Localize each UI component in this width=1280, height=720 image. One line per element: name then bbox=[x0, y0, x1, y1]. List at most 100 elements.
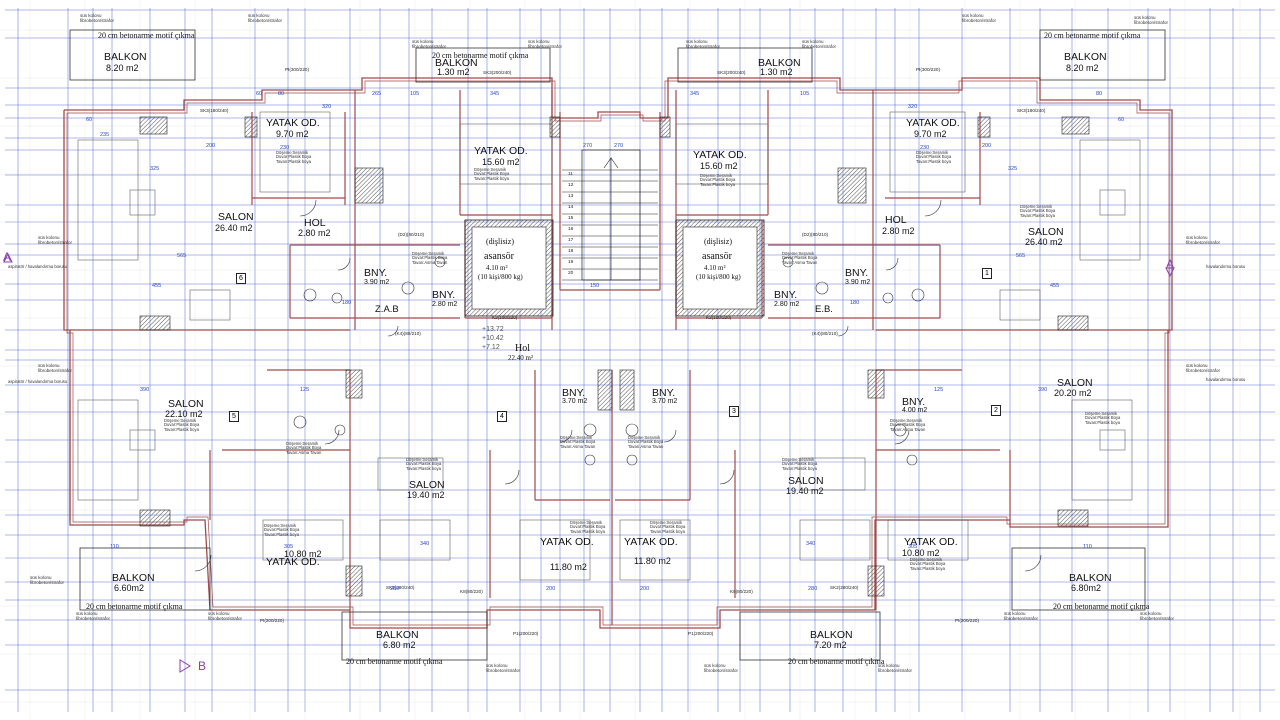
dim-19: 565 bbox=[1016, 253, 1026, 259]
door-code-12: K8(80/220) bbox=[730, 589, 753, 594]
stair-step-13: 13 bbox=[568, 194, 574, 199]
fixture-2 bbox=[401, 281, 415, 295]
room-label-salon-nw: SALON bbox=[218, 211, 254, 223]
room-label-hol-w: HOL bbox=[304, 217, 326, 229]
finish-note-salon-w: Döşeme:Seramik Duvar:Plastik Boya Tavan:… bbox=[164, 418, 200, 432]
door-code-6: SK3(180/240) bbox=[1017, 108, 1046, 113]
room-label-salon-w: SALON bbox=[168, 398, 204, 410]
unit-number-4: 4 bbox=[497, 411, 507, 422]
room-area-hol-e: 2.80 m2 bbox=[882, 226, 915, 236]
furniture-2 bbox=[675, 123, 769, 185]
room-area-bedroom-1: 9.70 m2 bbox=[276, 129, 309, 139]
room-label-balkon-nw: BALKON bbox=[104, 51, 147, 63]
dim-5: 265 bbox=[372, 91, 382, 97]
room-area-salon-sc2: 19.40 m2 bbox=[786, 486, 824, 496]
fixture-1 bbox=[331, 292, 343, 304]
dim-27: 110 bbox=[1083, 544, 1092, 550]
fixture-8 bbox=[293, 415, 307, 429]
furniture-12 bbox=[379, 519, 451, 561]
room-label-zab: Z.A.B bbox=[375, 304, 399, 315]
hall-label: Hol bbox=[515, 343, 530, 354]
room-area-bath-4: 3.90 m2 bbox=[845, 279, 871, 286]
outer-wall-inner-0 bbox=[66, 80, 1170, 626]
dim-41: 180 bbox=[342, 300, 352, 306]
section-arrow-b bbox=[179, 659, 191, 673]
furniture-9 bbox=[887, 519, 969, 561]
projection-label-7: 20 cm betonarme motif çıkma bbox=[788, 657, 885, 666]
fixture-5 bbox=[782, 256, 794, 268]
dim-18: 565 bbox=[177, 253, 187, 259]
furniture-15 bbox=[1099, 189, 1126, 216]
finish-note-bedroom-8: Döşeme:Seramik Duvar:Plastik Boya Tavan:… bbox=[910, 557, 946, 571]
stair-step-14: 14 bbox=[568, 205, 574, 210]
balcony-outline-4 bbox=[79, 547, 211, 611]
door-code-13: SK2(280/240) bbox=[830, 585, 859, 590]
column-11 bbox=[867, 369, 885, 399]
finish-note-bath-6: Döşeme:Seramik Duvar:Plastik Boya Tavan:… bbox=[628, 435, 664, 449]
room-label-bath-5: BNY. bbox=[562, 387, 586, 399]
furniture-8 bbox=[262, 519, 344, 561]
column-0 bbox=[139, 116, 168, 135]
furniture-13 bbox=[799, 519, 871, 561]
furniture-17 bbox=[1099, 429, 1126, 451]
room-label-balkon-se: BALKON bbox=[1069, 572, 1112, 584]
dim-32: 200 bbox=[546, 586, 556, 592]
room-area-bedroom-8: 10.80 m2 bbox=[902, 548, 940, 558]
dim-11: 320 bbox=[908, 104, 918, 110]
column-note-18: süs kolonu fibrobeton/strafor bbox=[878, 663, 913, 673]
room-label-eb: E.B. bbox=[815, 304, 833, 315]
dim-42: 180 bbox=[850, 300, 860, 306]
section-marker-a-right: A bbox=[1166, 257, 1175, 271]
furniture-18 bbox=[189, 289, 231, 321]
finish-note-salon-ne: Döşeme:Seramik Duvar:Plastik Boya Tavan:… bbox=[1020, 204, 1056, 218]
dim-13: 325 bbox=[1008, 166, 1018, 172]
room-label-bath-4: BNY. bbox=[845, 267, 869, 279]
column-4 bbox=[977, 116, 991, 138]
elevator-2-area: 4.10 m² bbox=[704, 264, 726, 272]
finish-note-salon-e: Döşeme:Seramik Duvar:Plastik Boya Tavan:… bbox=[1085, 411, 1121, 425]
finish-note-bedroom-3: Döşeme:Seramik Duvar:Plastik Boya Tavan:… bbox=[700, 173, 736, 187]
dim-31: 340 bbox=[806, 541, 816, 547]
dim-40: 60 bbox=[86, 117, 93, 123]
fixture-15 bbox=[906, 454, 918, 466]
stair-step-12: 12 bbox=[568, 183, 574, 188]
projection-label-6: 20 cm betonarme motif çıkma bbox=[346, 657, 443, 666]
room-area-bath-5: 3.70 m2 bbox=[562, 398, 588, 405]
door-swing-7 bbox=[894, 429, 910, 445]
elevator-1-title: (dişlisiz) bbox=[486, 237, 514, 246]
column-13 bbox=[867, 565, 885, 597]
dim-28: 305 bbox=[284, 544, 294, 550]
room-area-balkon-nc: 1.30 m2 bbox=[437, 67, 470, 77]
column-note-9: süs kolonu fibrobeton/strafor bbox=[38, 235, 73, 245]
section-marker-b: B bbox=[198, 659, 207, 673]
column-note-12: süs kolonu fibrobeton/strafor bbox=[1186, 363, 1221, 373]
door-code-8: SK2(280/240) bbox=[386, 585, 415, 590]
column-note-19: süs kolonu fibrobeton/strafor bbox=[1004, 611, 1039, 621]
elevator-2-title: (dişlisiz) bbox=[704, 237, 732, 246]
furniture-3 bbox=[889, 111, 966, 193]
door-code-2: SK3(200/240) bbox=[483, 70, 512, 75]
level-3: +7.12 bbox=[482, 344, 500, 351]
furniture-19 bbox=[999, 289, 1041, 321]
room-area-bedroom-4: 9.70 m2 bbox=[914, 129, 947, 139]
balcony-outline-5 bbox=[1011, 547, 1146, 611]
column-note-5: süs kolonu fibrobeton/strafor bbox=[686, 39, 721, 49]
furniture-7 bbox=[1071, 399, 1133, 501]
column-15 bbox=[837, 167, 867, 204]
finish-note-bath-5: Döşeme:Seramik Duvar:Plastik Boya Tavan:… bbox=[560, 435, 596, 449]
room-area-salon-ne: 26.40 m2 bbox=[1025, 237, 1063, 247]
column-note-20: süs kolonu fibrobeton/strafor bbox=[1140, 611, 1175, 621]
column-note-3: süs kolonu fibrobeton/strafor bbox=[412, 39, 447, 49]
furniture-0 bbox=[259, 111, 331, 193]
balcony-outline-7 bbox=[739, 611, 881, 661]
unit-number-3: 3 bbox=[729, 406, 739, 417]
room-area-balkon-s1: 6.80 m2 bbox=[383, 640, 416, 650]
dim-39: 60 bbox=[1118, 117, 1125, 123]
room-area-balkon-se: 6.80m2 bbox=[1071, 583, 1102, 593]
dim-6: 105 bbox=[410, 91, 420, 97]
column-note-13: süs kolonu fibrobeton/strafor bbox=[30, 575, 65, 585]
dim-15: 230 bbox=[920, 145, 930, 151]
room-area-bedroom-3: 15.60 m2 bbox=[700, 161, 738, 171]
room-area-balkon-ne: 8.20 m2 bbox=[1066, 63, 1099, 73]
